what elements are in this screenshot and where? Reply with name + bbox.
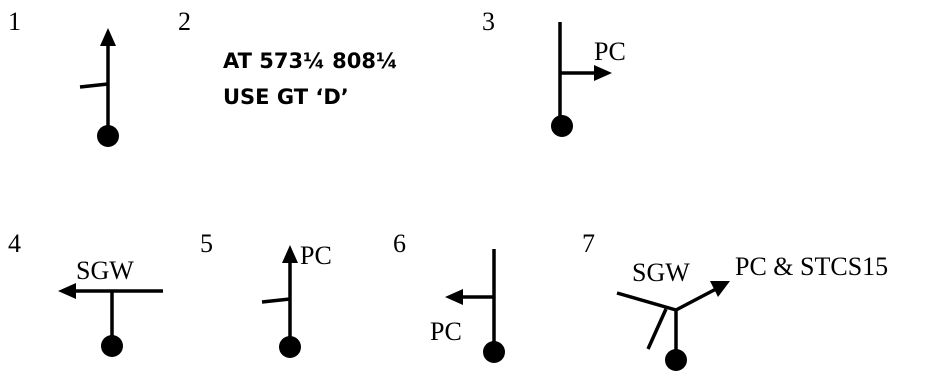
diagram-4: 4 SGW — [8, 229, 163, 357]
route-label: PC — [300, 241, 332, 270]
route-label: PC — [430, 317, 462, 346]
diagram-number: 5 — [200, 229, 213, 258]
diagram-number: 1 — [8, 7, 21, 36]
diagram-2: 2 AT 573¼ 808¼ USE GT ‘D’ — [178, 7, 398, 109]
diagram-7: 7 SGW PC & STCS15 — [582, 229, 888, 371]
arrow-up-icon — [282, 245, 298, 263]
right-branch — [675, 287, 717, 312]
arrow-up-icon — [100, 28, 116, 46]
route-label-right: PC & STCS15 — [735, 252, 888, 281]
diagram-3: 3 PC — [482, 7, 626, 137]
diagram-number: 7 — [582, 229, 595, 258]
route-label: PC — [594, 37, 626, 66]
feather-tick — [646, 308, 668, 350]
diagram-number: 3 — [482, 7, 495, 36]
route-label: SGW — [76, 256, 134, 285]
instruction-line-1: AT 573¼ 808¼ — [223, 49, 398, 73]
diagram-number: 4 — [8, 229, 21, 258]
signal-base-dot — [101, 335, 123, 357]
signal-base-dot — [483, 341, 505, 363]
signal-base-dot — [665, 349, 687, 371]
diagram-6: 6 PC — [393, 229, 505, 363]
arrow-up-right-icon — [710, 281, 730, 297]
arrow-left-icon — [58, 283, 76, 299]
feather-tick — [79, 82, 109, 89]
feather-tick — [261, 297, 291, 304]
diagram-5: 5 PC — [200, 229, 332, 358]
instruction-line-2: USE GT ‘D’ — [223, 85, 349, 109]
arrow-left-icon — [445, 289, 463, 305]
arrow-right-icon — [594, 65, 612, 81]
signal-base-dot — [551, 115, 573, 137]
diagram-1: 1 — [8, 7, 119, 147]
diagram-number: 2 — [178, 7, 191, 36]
route-label-left: SGW — [632, 258, 690, 287]
left-branch — [616, 291, 677, 312]
diagram-number: 6 — [393, 229, 406, 258]
signal-base-dot — [97, 125, 119, 147]
signal-base-dot — [279, 336, 301, 358]
